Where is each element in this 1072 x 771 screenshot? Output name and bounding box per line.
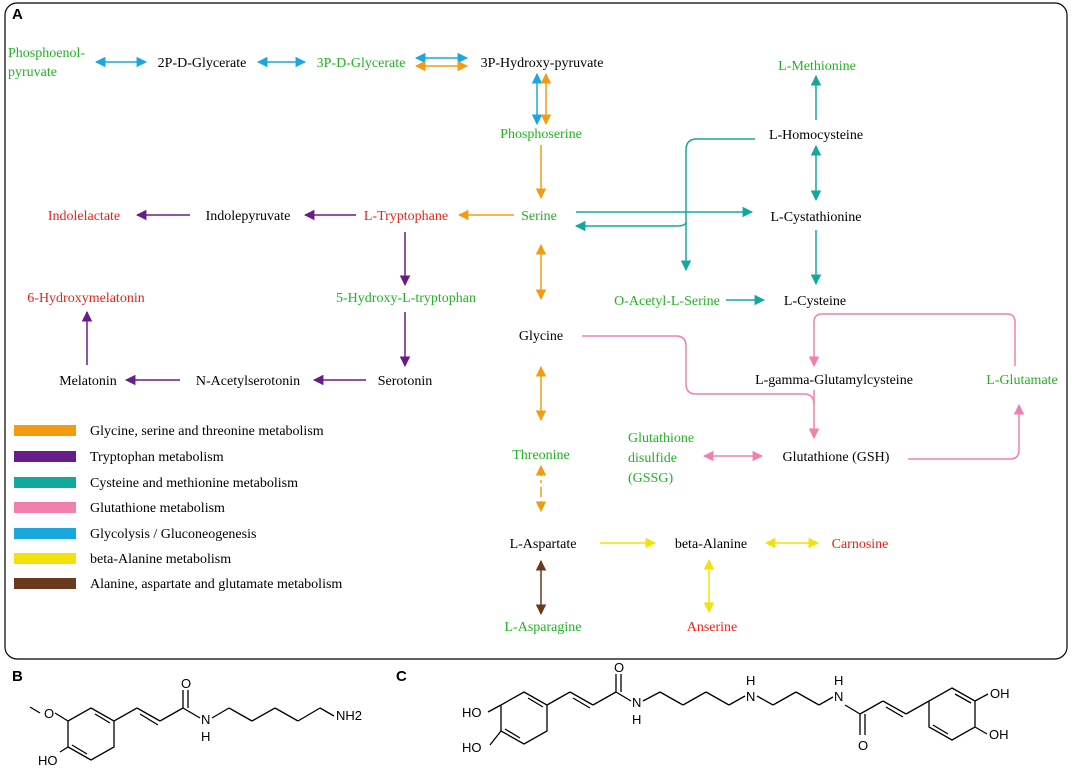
node-indolepyruvate: Indolepyruvate [206,209,291,224]
node-2p-d-glycerate: 2P-D-Glycerate [158,56,247,71]
node-gssg-line2: disulfide [628,451,677,466]
node-melatonin: Melatonin [59,374,117,389]
structure-c-hydroxyl-1: HO [462,705,482,720]
legend: Glycine, serine and threonine metabolism… [14,424,342,592]
node-gssg-line3: (GSSG) [628,471,673,486]
structure-c-amide-h1: H [632,712,641,727]
arrow-cys-glu-ggc [808,313,1016,368]
node-serotonin: Serotonin [378,374,432,389]
structure-c-amine-n2: N [746,689,755,704]
structure-b-carbonyl-o: O [181,676,191,691]
arrow-cth-ser [574,220,687,232]
node-l-methionine: L-Methionine [778,59,856,74]
structure-c-hydroxyl-4: OH [989,727,1009,742]
legend-swatch-0 [14,425,76,436]
legend-swatch-4 [14,528,76,539]
node-l-homocysteine: L-Homocysteine [769,128,863,143]
legend-swatch-1 [14,451,76,462]
node-o-acetyl-l-serine: O-Acetyl-L-Serine [614,294,720,309]
legend-label-4: Glycolysis / Gluconeogenesis [90,527,256,542]
legend-swatch-2 [14,477,76,488]
legend-swatch-6 [14,578,76,589]
arrow-gsh-glu [908,403,1025,460]
node-indolelactate: Indolelactate [48,209,120,224]
node-l-aspartate: L-Aspartate [510,537,577,552]
legend-label-2: Cysteine and methionine metabolism [90,476,298,491]
node-phosphoenolpyruvate-line1: Phosphoenol- [8,46,85,61]
structure-b-amide-n: N [201,712,210,727]
structure-c-hydroxyl-2: HO [462,740,482,755]
structure-b-hydroxyl: HO [38,753,58,768]
node-glutathione-gsh: Glutathione (GSH) [783,450,890,465]
node-l-asparagine: L-Asparagine [505,620,582,635]
structure-c-carbonyl-o1: O [614,660,624,675]
legend-label-6: Alanine, aspartate and glutamate metabol… [90,577,342,592]
legend-label-5: beta-Alanine metabolism [90,552,231,567]
structure-c-amide-h3: H [834,673,843,688]
structure-c-ring-right [928,687,976,741]
node-glycine: Glycine [519,329,563,344]
panel-a-frame [4,2,1068,660]
structure-b: O HO O N H NH2 [29,676,362,768]
structure-c-amide-n3: N [834,689,843,704]
legend-label-3: Glutathione metabolism [90,501,225,516]
structure-b-ring [67,707,115,761]
arrow-gly-gsh [582,335,815,405]
panel-c-label: C [396,668,407,685]
legend-label-1: Tryptophan metabolism [90,450,224,465]
legend-swatch-3 [14,502,76,513]
structure-c-amine-h2: H [746,673,755,688]
node-l-glutamate: L-Glutamate [986,373,1058,388]
node-carnosine: Carnosine [832,537,889,552]
structure-b-amine: NH2 [336,708,362,723]
structure-b-methoxy-o: O [44,706,54,721]
node-l-cystathionine: L-Cystathionine [771,210,862,225]
structure-c-amide-n1: N [632,695,641,710]
node-anserine: Anserine [687,620,738,635]
pathway-nodes: Phosphoenol- pyruvate 2P-D-Glycerate 3P-… [8,46,1058,635]
node-3p-hydroxy-pyruvate: 3P-Hydroxy-pyruvate [481,56,604,71]
legend-swatch-5 [14,553,76,564]
node-serine: Serine [521,209,557,224]
structure-b-amide-h: H [201,729,210,744]
node-phosphoserine: Phosphoserine [500,127,582,142]
node-3p-d-glycerate: 3P-D-Glycerate [317,56,406,71]
node-threonine: Threonine [512,448,570,463]
structure-c-ring-left [500,691,548,745]
structure-c: HO HO O N H N H N H O OH OH [462,660,1010,755]
structure-c-hydroxyl-3: OH [990,686,1010,701]
node-l-gamma-glutamylcysteine: L-gamma-Glutamylcysteine [755,373,913,388]
node-phosphoenolpyruvate-line2: pyruvate [8,65,57,80]
node-n-acetylserotonin: N-Acetylserotonin [196,374,300,389]
node-l-cysteine: L-Cysteine [784,294,846,309]
panel-b-label: B [12,668,23,685]
structure-c-carbonyl-o2: O [858,738,868,753]
node-beta-alanine: beta-Alanine [675,537,747,552]
panel-a-label: A [12,6,23,23]
legend-label-0: Glycine, serine and threonine metabolism [90,424,324,439]
node-5-hydroxy-l-tryptophan: 5-Hydroxy-L-tryptophan [336,291,476,306]
arrow-ser-hcy-branch [576,138,755,213]
node-6-hydroxymelatonin: 6-Hydroxymelatonin [27,291,144,306]
pathway-arrows [81,52,1025,616]
node-gssg-line1: Glutathione [628,431,694,446]
node-l-tryptophane: L-Tryptophane [364,209,448,224]
